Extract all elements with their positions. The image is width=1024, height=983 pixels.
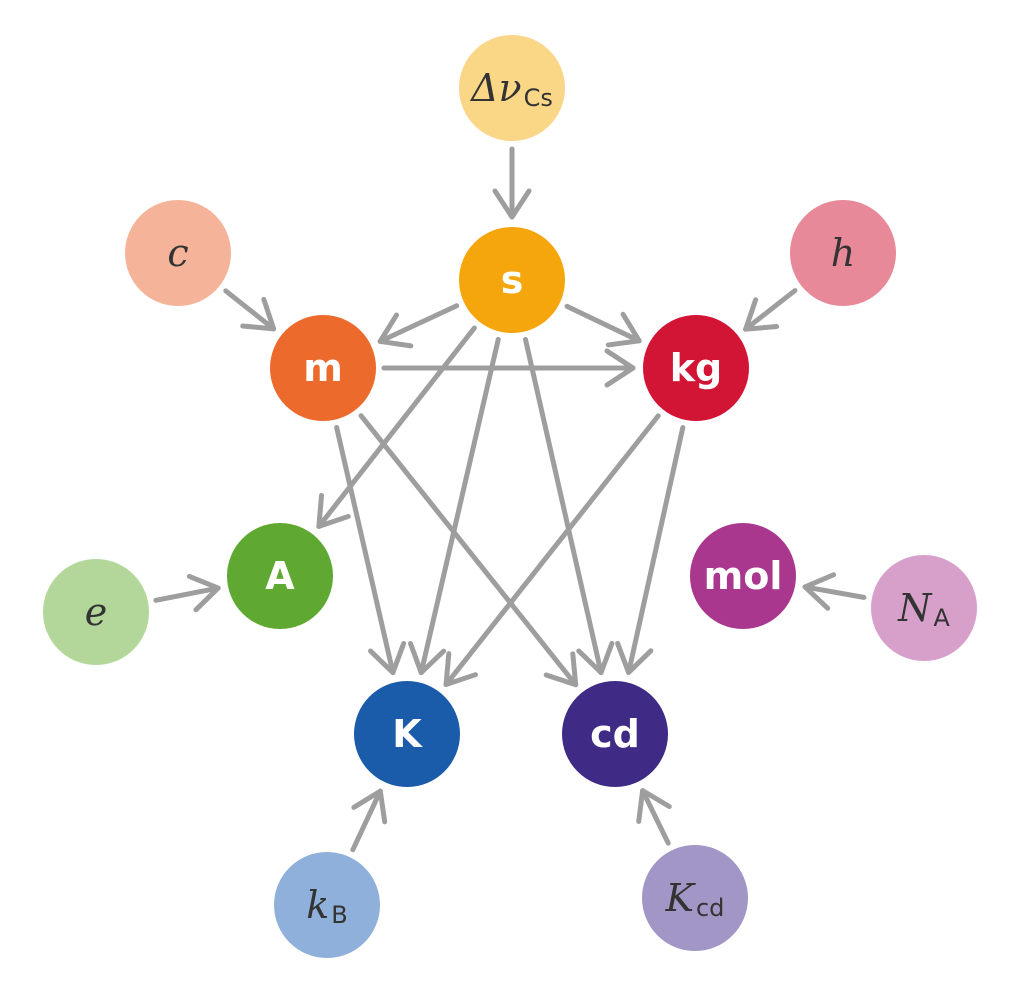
node-K: K	[354, 681, 460, 787]
node-label-s: s	[501, 258, 524, 302]
node-circle-NA	[871, 555, 977, 661]
node-main-h: h	[831, 231, 855, 275]
node-main-NA: N	[897, 586, 933, 630]
node-label-mol: mol	[704, 554, 783, 598]
node-dnu: ΔνCs	[459, 35, 565, 141]
node-cd: cd	[562, 681, 668, 787]
node-A: A	[227, 523, 333, 629]
edge-s-to-kg	[564, 303, 642, 348]
node-label-cd: cd	[590, 712, 640, 756]
node-kg: kg	[643, 315, 749, 421]
edge-c-to-m	[223, 288, 277, 332]
edge-kB-to-K	[350, 788, 388, 853]
node-main-kB: k	[306, 883, 329, 927]
node-sub-Kcd: cd	[696, 894, 724, 922]
edge-kg-to-K	[443, 413, 661, 688]
edge-s-to-K	[407, 336, 501, 676]
node-m: m	[270, 315, 376, 421]
node-circle-mol	[690, 523, 796, 629]
node-circle-Kcd	[642, 845, 748, 951]
node-label-c: c	[167, 231, 188, 275]
node-sub-kB: B	[331, 901, 347, 929]
node-main-Kcd: K	[665, 876, 697, 920]
node-circle-s	[459, 227, 565, 333]
node-kB: kB	[274, 852, 380, 958]
node-mol: mol	[690, 523, 796, 629]
node-label-h: h	[831, 231, 855, 275]
node-label-kg: kg	[670, 346, 722, 390]
node-label-NA: NA	[897, 586, 950, 632]
node-circle-m	[270, 315, 376, 421]
edges-layer	[153, 146, 867, 853]
node-c: c	[125, 200, 231, 306]
node-circle-cd	[562, 681, 668, 787]
node-circle-A	[227, 523, 333, 629]
edge-m-to-cd	[358, 413, 579, 688]
edge-e-to-A	[153, 573, 221, 613]
node-h: h	[790, 200, 896, 306]
node-label-dnu: ΔνCs	[469, 66, 553, 112]
node-label-Kcd: Kcd	[665, 876, 725, 922]
node-main-e: e	[85, 590, 108, 634]
node-circle-kB	[274, 852, 380, 958]
node-circle-dnu	[459, 35, 565, 141]
edge-s-to-m	[377, 303, 460, 349]
edge-s-to-cd	[522, 336, 615, 676]
node-sub-dnu: Cs	[524, 84, 553, 112]
node-circle-K	[354, 681, 460, 787]
node-label-m: m	[303, 346, 343, 390]
node-label-K: K	[392, 712, 423, 756]
node-circle-kg	[643, 315, 749, 421]
node-main-dnu: Δν	[469, 66, 522, 110]
node-circle-e	[43, 559, 149, 665]
edge-Kcd-to-cd	[636, 788, 672, 846]
node-label-kB: kB	[306, 883, 348, 929]
edge-kg-to-cd	[615, 425, 686, 675]
edge-s-to-A	[316, 325, 477, 529]
node-main-c: c	[167, 231, 188, 275]
edge-m-to-K	[334, 424, 407, 676]
edge-NA-to-mol	[802, 572, 867, 611]
node-Kcd: Kcd	[642, 845, 748, 951]
node-circle-c	[125, 200, 231, 306]
node-circle-h	[790, 200, 896, 306]
node-NA: NA	[871, 555, 977, 661]
node-label-e: e	[85, 590, 108, 634]
node-s: s	[459, 227, 565, 333]
edge-h-to-kg	[743, 288, 798, 332]
node-sub-NA: A	[933, 604, 950, 632]
node-e: e	[43, 559, 149, 665]
node-label-A: A	[265, 554, 295, 598]
